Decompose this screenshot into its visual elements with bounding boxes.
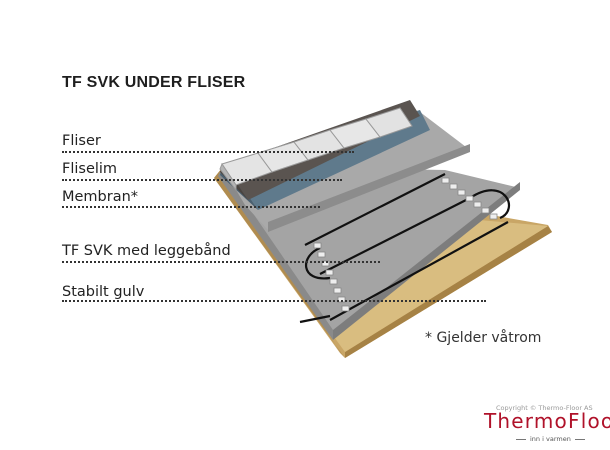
page-title: TF SVK UNDER FLISER <box>62 74 246 91</box>
label-adhesive: Fliselim <box>62 161 118 177</box>
label-heating-cable: TF SVK med leggebånd <box>62 243 231 259</box>
upper-screed <box>222 112 470 232</box>
label-tiles: Fliser <box>62 133 101 149</box>
label-stable-floor: Stabilt gulv <box>62 284 145 300</box>
brand-tagline: inn i varmen <box>512 435 589 443</box>
footnote: * Gjelder våtrom <box>425 330 542 346</box>
leader-line-tiles <box>62 151 354 153</box>
heating-cable <box>299 173 510 324</box>
label-membrane: Membran* <box>62 189 139 205</box>
leader-line-membrane <box>62 206 320 208</box>
leader-line-heating-cable <box>62 261 380 263</box>
tiles-layer <box>219 107 413 192</box>
brand-logo: ThermoFloor <box>484 409 610 433</box>
copyright-text: Copyright © Thermo-Floor AS <box>496 404 593 412</box>
leader-line-stable-floor <box>62 300 486 302</box>
laying-tape-left <box>313 242 350 312</box>
leader-line-adhesive <box>62 179 342 181</box>
laying-tape-right <box>441 177 498 220</box>
